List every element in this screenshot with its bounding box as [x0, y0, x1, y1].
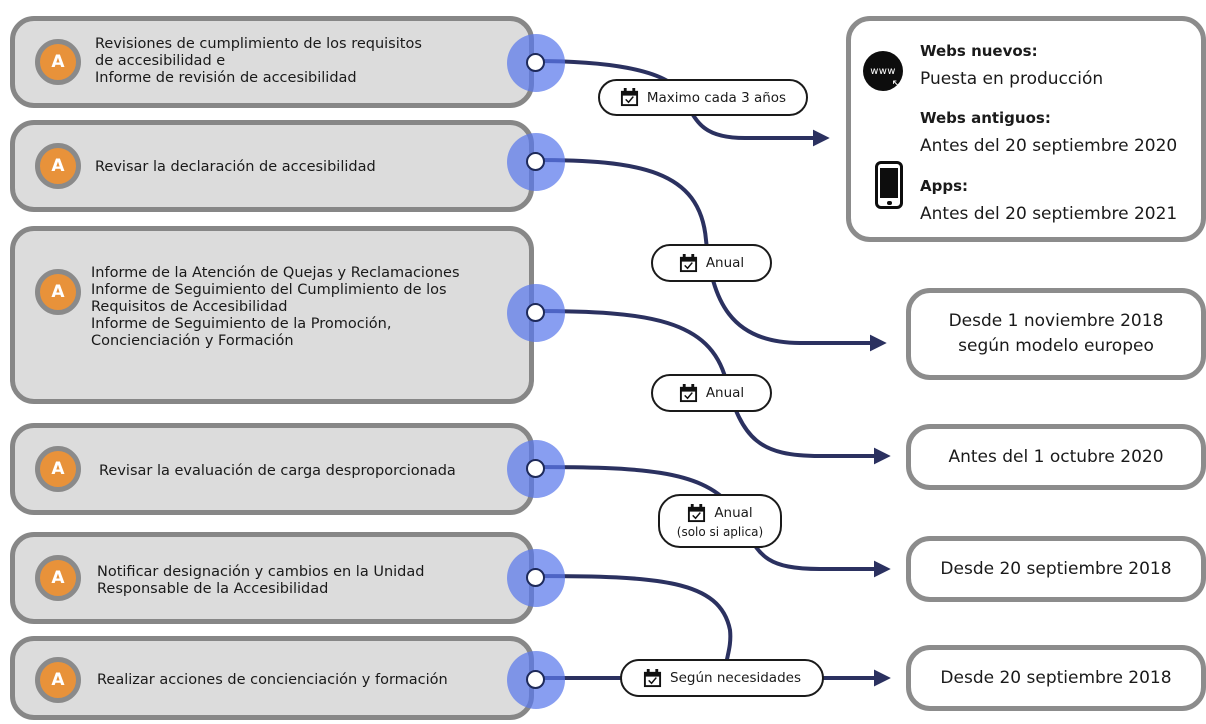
apps-label: Apps: [920, 177, 969, 195]
task-badge: A [35, 143, 81, 189]
destination-line: Desde 20 septiembre 2018 [940, 667, 1172, 688]
frequency-subtext: (solo si aplica) [676, 524, 764, 539]
task-label-line: Responsable de la Accesibilidad [97, 581, 329, 597]
destination-line: Desde 1 noviembre 2018 [948, 311, 1164, 331]
task-label: Informe de la Atención de Quejas y Recla… [91, 265, 460, 350]
task-label: Realizar acciones de concienciación y fo… [97, 672, 448, 689]
task-label-line: Revisiones de cumplimiento de los requis… [95, 36, 422, 52]
calendar-check-icon [679, 383, 697, 402]
smartphone-icon [875, 161, 903, 209]
frequency-label-4: Anual (solo si aplica) [658, 494, 782, 548]
connector-2 [533, 158, 887, 352]
destination-box-5: Desde 20 septiembre 2018 [906, 645, 1206, 711]
task-label-line: Realizar acciones de concienciación y fo… [97, 672, 448, 688]
node-dot [526, 303, 545, 322]
task-label: Notificar designación y cambios en la Un… [97, 564, 424, 598]
destination-text: Antes del 1 octubre 2020 [948, 445, 1163, 470]
destination-text: Desde 20 septiembre 2018 [940, 666, 1171, 691]
node-dot [526, 459, 545, 478]
task-node [507, 133, 565, 191]
frequency-text: Anual [705, 385, 745, 401]
task-node [507, 34, 565, 92]
www-icon: www ↖ [863, 51, 903, 91]
frequency-label-3: Anual [651, 374, 772, 412]
frequency-text: Maximo cada 3 años [646, 89, 787, 106]
frequency-text: Según necesidades [670, 670, 801, 686]
webs-nuevos-value: Puesta en producción [920, 69, 1104, 89]
node-dot [526, 152, 545, 171]
task-card-1: A Revisiones de cumplimiento de los requ… [10, 16, 534, 108]
task-label-line: Informe de Seguimiento de la Promoción, [91, 316, 392, 332]
calendar-check-icon [643, 668, 662, 687]
destination-line: Antes del 1 octubre 2020 [948, 446, 1164, 467]
frequency-text: Anual [714, 505, 753, 521]
task-badge: A [35, 657, 81, 703]
destination-line: según modelo europeo [958, 336, 1154, 356]
webs-nuevos-label: Webs nuevos: [920, 42, 1038, 60]
task-label-line: Concienciación y Formación [91, 333, 294, 349]
task-badge: A [35, 39, 81, 85]
phone-screen [880, 168, 898, 198]
task-card-2: A Revisar la declaración de accesibilida… [10, 120, 534, 212]
frequency-label-2: Anual [651, 244, 772, 282]
destination-line: Desde 20 septiembre 2018 [940, 558, 1172, 579]
task-badge: A [35, 269, 81, 315]
task-card-3: A Informe de la Atención de Quejas y Rec… [10, 226, 534, 404]
task-label-line: Informe de revisión de accesibilidad [95, 70, 357, 86]
destination-box-3: Antes del 1 octubre 2020 [906, 424, 1206, 490]
frequency-text: Anual [705, 255, 745, 271]
destination-text: Desde 1 noviembre 2018 según modelo euro… [949, 309, 1164, 359]
task-label-line: Notificar designación y cambios en la Un… [97, 564, 425, 580]
task-node [507, 651, 565, 709]
task-badge: A [35, 446, 81, 492]
task-card-5: A Notificar designación y cambios en la … [10, 532, 534, 624]
task-node [507, 284, 565, 342]
node-dot [526, 568, 545, 587]
destination-box-2: Desde 1 noviembre 2018 según modelo euro… [906, 288, 1206, 380]
calendar-check-icon [688, 503, 706, 522]
task-card-4: A Revisar la evaluación de carga desprop… [10, 423, 534, 515]
task-label-line: Revisar la declaración de accesibilidad [95, 159, 376, 175]
phone-button [887, 201, 892, 205]
task-label: Revisiones de cumplimiento de los requis… [95, 36, 422, 87]
task-node [507, 440, 565, 498]
task-node [507, 549, 565, 607]
task-label-line: de accesibilidad e [95, 53, 226, 69]
calendar-check-icon [620, 88, 638, 107]
www-icon-text: www [870, 65, 896, 77]
task-badge: A [35, 555, 81, 601]
node-dot [526, 53, 545, 72]
webs-antiguos-value: Antes del 20 septiembre 2020 [920, 136, 1178, 156]
destination-text: Desde 20 septiembre 2018 [940, 557, 1171, 582]
destination-box-4: Desde 20 septiembre 2018 [906, 536, 1206, 602]
deadline-box: www ↖ Webs nuevos: Puesta en producción … [846, 16, 1206, 242]
task-label-line: Revisar la evaluación de carga despropor… [99, 463, 456, 479]
task-label: Revisar la declaración de accesibilidad [95, 159, 376, 176]
frequency-label-1: Maximo cada 3 años [598, 79, 808, 116]
task-card-6: A Realizar acciones de concienciación y … [10, 636, 534, 720]
node-dot [526, 670, 545, 689]
apps-value: Antes del 20 septiembre 2021 [920, 204, 1178, 224]
cursor-icon: ↖ [891, 77, 901, 90]
calendar-check-icon [679, 253, 697, 272]
webs-antiguos-label: Webs antiguos: [920, 109, 1051, 127]
task-label-line: Informe de la Atención de Quejas y Recla… [91, 265, 460, 281]
frequency-label-5: Según necesidades [620, 659, 824, 697]
task-label: Revisar la evaluación de carga despropor… [99, 463, 456, 480]
frequency-row: Anual [687, 503, 753, 523]
task-label-line: Informe de Seguimiento del Cumplimiento … [91, 282, 447, 298]
task-label-line: Requisitos de Accesibilidad [91, 299, 288, 315]
